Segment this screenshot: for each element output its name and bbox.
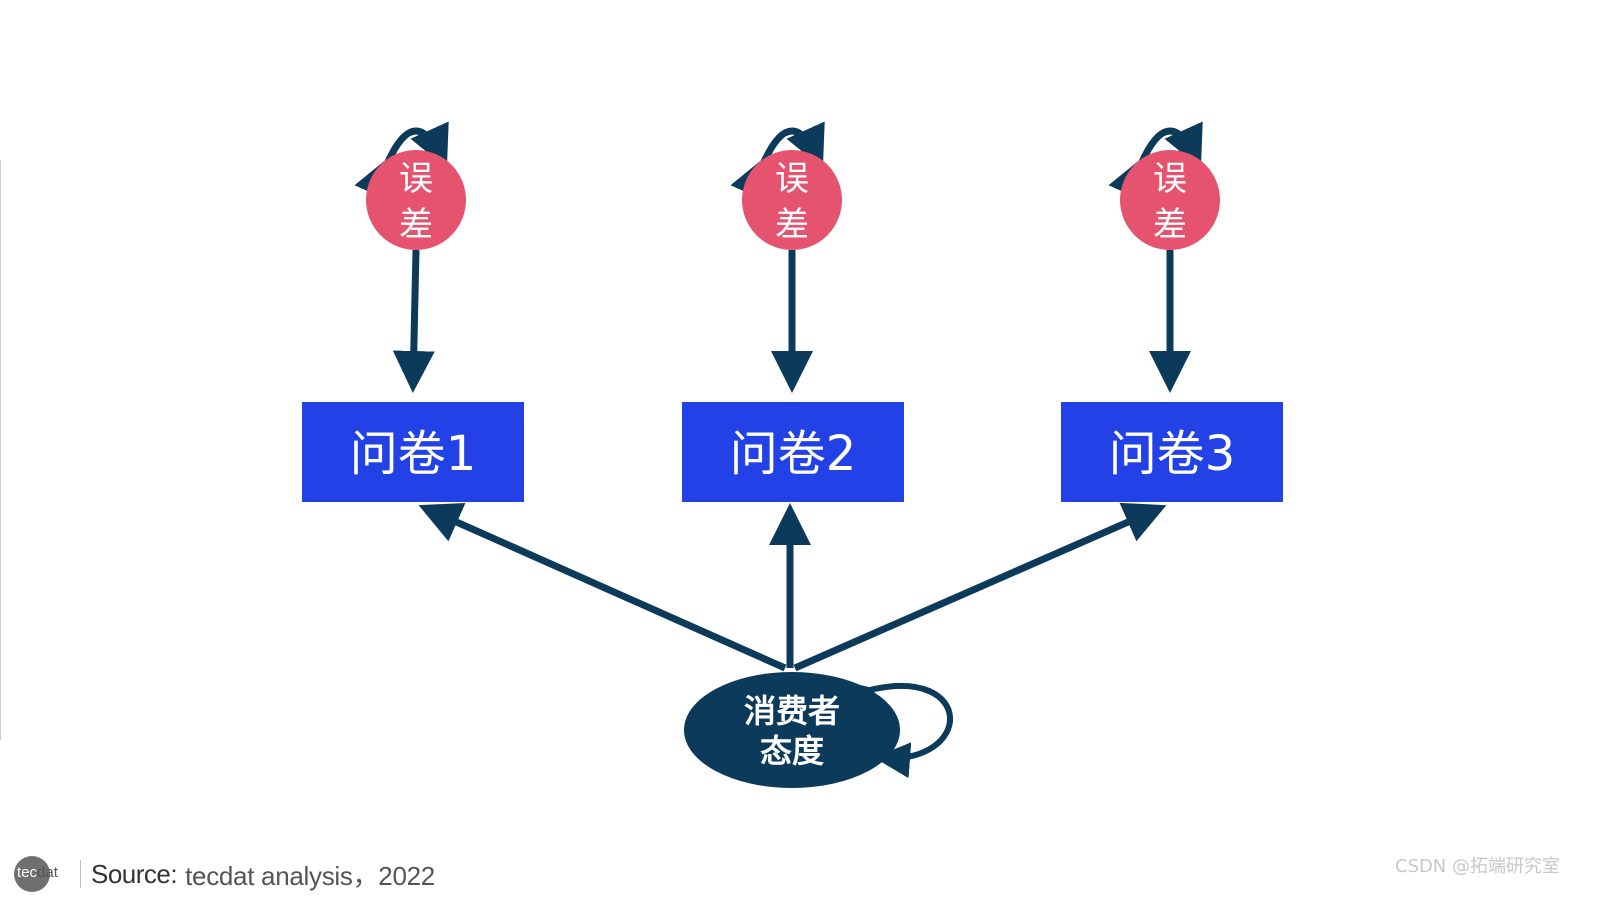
logo-main: tec bbox=[17, 864, 38, 881]
error-node-1: 误 差 bbox=[366, 150, 466, 250]
error-node-2-char-2: 差 bbox=[775, 205, 809, 245]
error-node-3-char-2: 差 bbox=[1153, 205, 1187, 245]
latent-to-indicator1-arrow bbox=[418, 503, 787, 672]
latent-node-label-line2: 态度 bbox=[760, 732, 824, 770]
error-node-1-char-1: 误 bbox=[399, 159, 433, 199]
error-node-1-char-2: 差 bbox=[399, 205, 433, 245]
watermark: CSDN @拓端研究室 bbox=[1394, 856, 1560, 877]
error2-variance-loop bbox=[730, 121, 825, 203]
latent-to-indicator3-arrow bbox=[793, 502, 1167, 672]
error1-variance-loop bbox=[354, 121, 449, 203]
error3-variance-loop bbox=[1108, 121, 1203, 203]
tecdat-logo: tecdat bbox=[14, 856, 58, 892]
error-node-3-char-1: 误 bbox=[1153, 159, 1187, 199]
logo-tail: dat bbox=[37, 864, 58, 881]
error-node-2-char-1: 误 bbox=[775, 159, 809, 199]
footer: tecdat Source: tecdat analysis，2022 bbox=[14, 855, 435, 893]
error-node-2: 误 差 bbox=[742, 150, 842, 250]
indicator-node-1-label: 问卷1 bbox=[350, 426, 477, 482]
source-label: Source: bbox=[91, 858, 178, 889]
error1-to-indicator1-arrow bbox=[392, 249, 435, 393]
indicator-node-2: 问卷2 bbox=[682, 402, 904, 502]
latent-node: 消费者 态度 bbox=[684, 672, 900, 788]
source-text: tecdat analysis，2022 bbox=[185, 860, 435, 891]
footer-separator bbox=[80, 860, 81, 888]
latent-node-label-line1: 消费者 bbox=[744, 692, 840, 730]
error-node-3: 误 差 bbox=[1120, 150, 1220, 250]
indicator-node-3-label: 问卷3 bbox=[1109, 426, 1236, 482]
latent-variance-loop bbox=[836, 679, 953, 779]
indicator-node-2-label: 问卷2 bbox=[730, 426, 857, 482]
indicator-node-3: 问卷3 bbox=[1061, 402, 1283, 502]
indicator-node-1: 问卷1 bbox=[302, 402, 524, 502]
tecdat-logo-text: tecdat bbox=[17, 864, 58, 881]
left-edge-rule bbox=[0, 160, 1, 740]
